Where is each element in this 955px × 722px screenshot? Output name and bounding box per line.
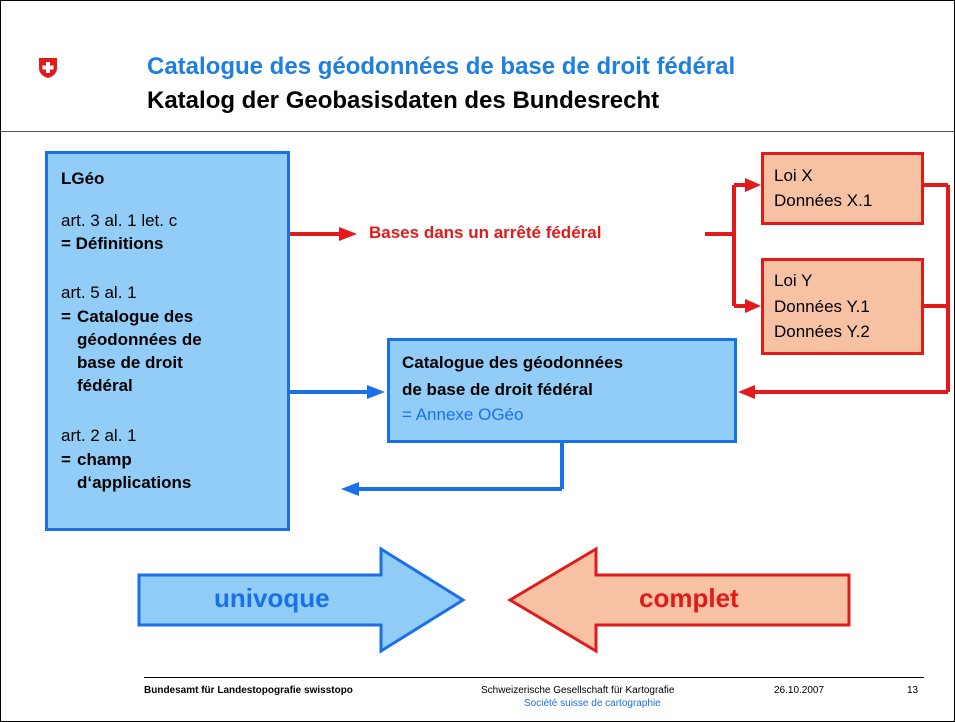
lgeo-art-2: art. 2 al. 1 xyxy=(61,426,137,445)
complet-label: complet xyxy=(639,583,739,613)
loi-y-data: Données Y.1 xyxy=(774,297,870,316)
footer-divider xyxy=(144,677,924,678)
univoque-label: univoque xyxy=(214,583,330,613)
loi-y-data: Données Y.2 xyxy=(774,322,870,341)
big-arrow-complet xyxy=(507,546,851,654)
title-german: Katalog der Geobasisdaten des Bundesrech… xyxy=(147,87,660,114)
catalogue-box: Catalogue des géodonnées de base de droi… xyxy=(387,338,737,443)
loi-y-box: Loi Y Données Y.1 Données Y.2 xyxy=(761,258,924,355)
lgeo-def2-prefix: = xyxy=(61,307,71,326)
loi-y-title: Loi Y xyxy=(774,271,813,290)
swiss-flag-icon xyxy=(39,58,57,78)
footer-date: 26.10.2007 xyxy=(774,685,825,696)
catalogue-line: de base de droit fédéral xyxy=(402,380,593,399)
title-divider xyxy=(1,131,954,132)
footer-society-de: Schweizerische Gesellschaft für Kartogra… xyxy=(481,685,675,696)
catalogue-annex: = Annexe OGéo xyxy=(402,405,524,424)
lgeo-def1-prefix: = xyxy=(61,234,76,253)
lgeo-def3-prefix: = xyxy=(61,450,71,469)
red-bracket-lois xyxy=(705,178,761,313)
lgeo-def2-line: Catalogue des xyxy=(77,307,194,326)
lgeo-box: LGéo art. 3 al. 1 let. c = Définitions a… xyxy=(45,151,290,531)
lgeo-def2-line: géodonnées de xyxy=(77,330,202,349)
bases-label: Bases dans un arrêté fédéral xyxy=(369,223,602,242)
title-french: Catalogue des géodonnées de base de droi… xyxy=(147,53,736,80)
footer-society-fr: Société suisse de cartographie xyxy=(524,698,661,709)
lgeo-def3-line: champ xyxy=(77,450,132,469)
footer-page-number: 13 xyxy=(907,685,919,696)
blue-arrow-champ xyxy=(341,442,564,496)
lgeo-def2-line: fédéral xyxy=(77,376,133,395)
lgeo-def3-line: d‘applications xyxy=(77,473,192,492)
footer-organization: Bundesamt für Landestopografie swisstopo xyxy=(144,685,353,696)
lgeo-definitions: Définitions xyxy=(75,234,164,253)
lgeo-art-3: art. 3 al. 1 let. c xyxy=(61,211,178,230)
catalogue-line: Catalogue des géodonnées xyxy=(402,353,624,372)
loi-x-data: Données X.1 xyxy=(774,191,873,210)
red-arrow-return xyxy=(738,183,950,399)
loi-x-box: Loi X Données X.1 xyxy=(761,152,924,225)
big-arrow-univoque xyxy=(137,546,466,654)
lgeo-art-5: art. 5 al. 1 xyxy=(61,283,137,302)
lgeo-heading: LGéo xyxy=(61,169,105,188)
loi-x-title: Loi X xyxy=(774,166,813,185)
lgeo-def2-line: base de droit xyxy=(77,353,183,372)
